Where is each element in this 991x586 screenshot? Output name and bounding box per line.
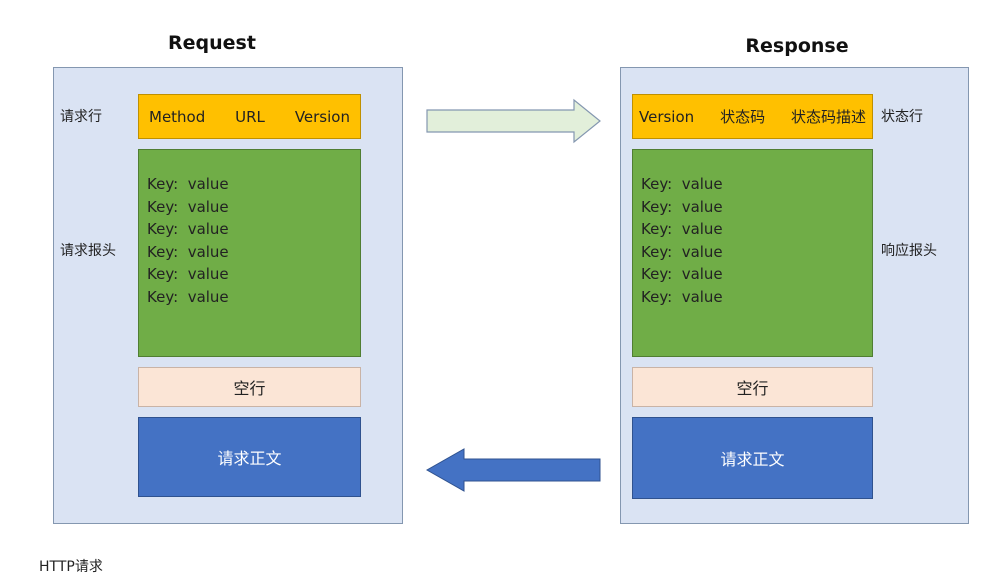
request-line-method: Method — [149, 107, 206, 126]
request-empty-line-box: 空行 — [138, 367, 361, 407]
response-header-line: Key: value — [641, 242, 723, 261]
response-line-status-desc: 状态码描述 — [790, 108, 866, 126]
request-title: Request — [168, 32, 256, 54]
request-header-line: Key: value — [147, 220, 229, 238]
request-header-label: 请求报头 — [60, 243, 116, 259]
response-header-line: Key: value — [641, 287, 723, 306]
response-header-label: 响应报头 — [881, 243, 937, 259]
request-line-box: Method URL Version — [138, 94, 361, 139]
figure-caption: HTTP请求 — [39, 559, 103, 575]
response-line-box: Version 状态码 状态码描述 — [632, 94, 873, 139]
request-header-line: Key: value — [147, 287, 229, 306]
response-body-label: 请求正文 — [720, 450, 785, 469]
request-line-url: URL — [235, 107, 265, 126]
response-header-line: Key: value — [641, 265, 723, 283]
response-header-line: Key: value — [641, 220, 723, 238]
request-empty-line-label: 空行 — [233, 379, 266, 398]
response-line-label: 状态行 — [881, 109, 923, 125]
request-body-label: 请求正文 — [217, 449, 282, 468]
response-line-status-code: 状态码 — [720, 108, 766, 126]
request-header-line: Key: value — [147, 265, 229, 283]
request-header-box: Key: value Key: value Key: value Key: va… — [138, 149, 361, 357]
request-line-label: 请求行 — [60, 109, 102, 125]
response-header-line: Key: value — [641, 197, 723, 216]
request-arrow-right-icon — [426, 98, 601, 144]
response-empty-line-label: 空行 — [736, 379, 769, 398]
response-body-box: 请求正文 — [632, 417, 873, 499]
response-header-box: Key: value Key: value Key: value Key: va… — [632, 149, 873, 357]
response-line-version: Version — [639, 107, 695, 126]
request-header-line: Key: value — [147, 197, 229, 216]
request-header-line: Key: value — [147, 175, 229, 193]
response-header-line: Key: value — [641, 175, 723, 193]
response-arrow-left-icon — [425, 448, 601, 492]
request-header-line: Key: value — [147, 242, 229, 261]
response-title: Response — [745, 35, 849, 57]
request-body-box: 请求正文 — [138, 417, 361, 497]
response-empty-line-box: 空行 — [632, 367, 873, 407]
request-line-version: Version — [294, 107, 350, 126]
